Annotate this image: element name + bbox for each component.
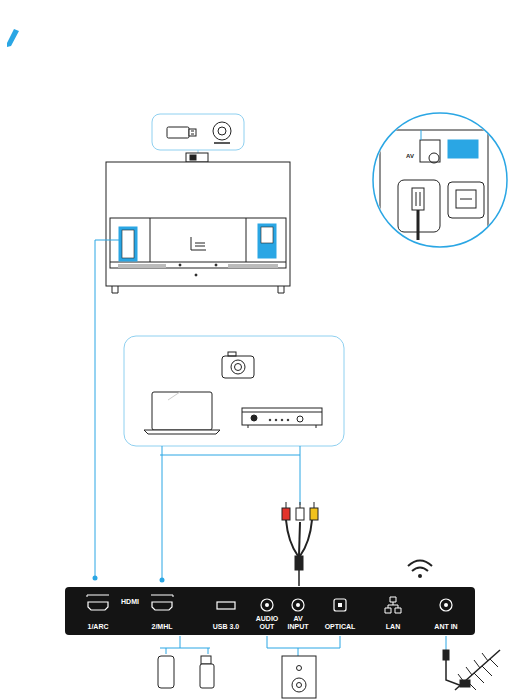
port-label: LAN [373, 615, 413, 633]
device-group [124, 336, 344, 446]
port-group-heading: HDMI [113, 590, 147, 608]
port-label: ANT IN [434, 623, 457, 631]
port-label: 1/ARC [87, 623, 108, 631]
note-icon [7, 29, 19, 47]
port-label: USB 3.0 [213, 623, 239, 631]
wifi-icon [408, 561, 432, 579]
tv-back [106, 153, 290, 293]
port-label: AUDIO OUT [252, 615, 282, 633]
port-label: AV INPUT [283, 615, 313, 633]
port-panel: HDMI 1/ARC 2/MHL USB 3.0 AUDIO OUTAV INPUT OP… [65, 587, 475, 635]
accessory-group [152, 114, 244, 153]
speaker [267, 636, 340, 698]
port-label: 2/MHL [152, 623, 173, 631]
port-label: 1/ARC [78, 615, 118, 633]
port-label: AV INPUT [283, 615, 313, 631]
port-mark: AV [406, 153, 414, 159]
usb-devices [158, 636, 214, 688]
port-label: AUDIO OUT [252, 615, 282, 631]
port-label: 2/MHL [142, 615, 182, 633]
rca-cable [282, 502, 318, 586]
port-label: OPTICAL [320, 615, 360, 633]
port-mark: AV [402, 144, 418, 162]
port-label: USB 3.0 [206, 615, 246, 633]
port-label: ANT IN [431, 615, 461, 633]
antenna [443, 636, 500, 690]
port-group-heading: HDMI [119, 598, 141, 606]
leader-dot [93, 576, 98, 581]
zoom-detail [360, 110, 507, 260]
port-label: LAN [386, 623, 400, 631]
leader-line [95, 240, 300, 580]
port-label: OPTICAL [325, 623, 356, 631]
leader-dot [160, 578, 165, 583]
